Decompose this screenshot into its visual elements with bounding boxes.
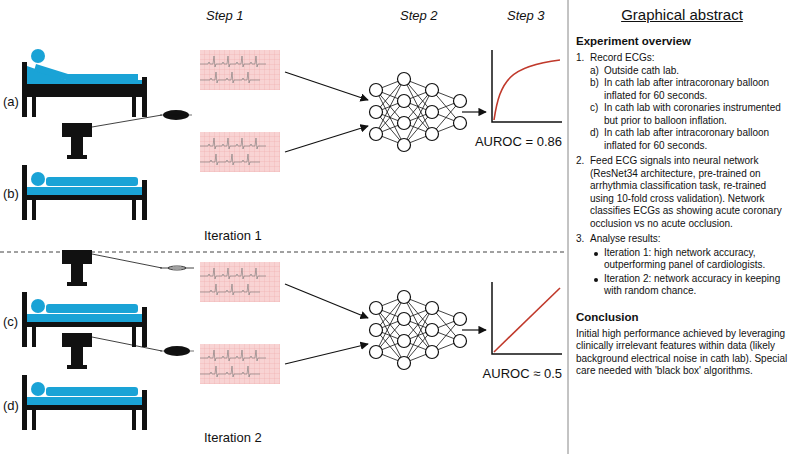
auroc-value: AUROC = 0.86 (475, 134, 562, 150)
cath-lab-bed (22, 333, 162, 430)
iteration-label: Iteration 1 (204, 228, 262, 244)
network-neuron (426, 128, 439, 141)
neural-network (370, 73, 467, 152)
network-neuron (398, 139, 411, 152)
auroc-value: AUROC ≈ 0.5 (483, 366, 562, 382)
network-neuron (426, 106, 439, 119)
list-row: 2.Feed ECG signals into neural network (… (576, 155, 788, 230)
network-neuron (454, 335, 467, 348)
list-marker: 1. (576, 52, 590, 65)
network-neuron (398, 357, 411, 370)
list-row: Conclusion (576, 310, 788, 324)
list-row: a)Outside cath lab. (576, 65, 788, 78)
list-text: In cath lab after intracoronary balloon … (604, 127, 788, 152)
list-row: Iteration 2: network accuracy in keeping… (576, 273, 788, 298)
cath-lab-bed (22, 250, 162, 347)
list-text: In cath lab with coronaries instrumented… (604, 102, 788, 127)
ecg-strip (200, 344, 280, 384)
bullet-dot (594, 252, 598, 256)
network-neuron (398, 95, 411, 108)
list-text: In cath lab after intracoronary balloon … (604, 77, 788, 102)
network-neuron (426, 346, 439, 359)
network-neuron (370, 346, 383, 359)
roc-plot (492, 50, 562, 122)
network-neuron (426, 84, 439, 97)
network-neuron (370, 84, 383, 97)
panel-letter: (a) (3, 94, 19, 110)
network-neuron (426, 324, 439, 337)
list-row: c)In cath lab with coronaries instrument… (576, 102, 788, 127)
panel-title: Graphical abstract (576, 6, 788, 24)
ecg-strip (200, 132, 280, 172)
list-marker: c) (590, 102, 604, 127)
list-marker: 2. (576, 155, 590, 230)
list-row: 1.Record ECGs: (576, 52, 788, 65)
list-row: Initial high performance achieved by lev… (576, 328, 788, 378)
list-text: Iteration 2: network accuracy in keeping… (604, 273, 788, 298)
list-text: Analyse results: (590, 233, 788, 246)
list-row: d)In cath lab after intracoronary balloo… (576, 127, 788, 152)
network-neuron (426, 302, 439, 315)
cath-lab-bed (22, 115, 162, 220)
network-neuron (398, 117, 411, 130)
arrow (285, 72, 486, 364)
network-neuron (454, 313, 467, 326)
panel-divider (568, 0, 569, 454)
ecg-strip (200, 50, 280, 90)
step-label: Step 3 (507, 8, 545, 24)
neural-network (370, 291, 467, 370)
list-text: Feed ECG signals into neural network (Re… (590, 155, 788, 230)
list-row: 3.Analyse results: (576, 233, 788, 246)
ecg-strip (200, 262, 280, 302)
iteration-label: Iteration 2 (204, 430, 262, 446)
panel-letter: (d) (3, 398, 19, 414)
coronary-wire (160, 268, 194, 269)
step-label: Step 1 (206, 8, 244, 24)
abstract-panel: Graphical abstractExperiment overview 1.R… (576, 6, 788, 378)
deflated-balloon (168, 266, 186, 270)
network-neuron (398, 335, 411, 348)
list-marker: d) (590, 127, 604, 152)
list-marker: b) (590, 77, 604, 102)
list-row: Iteration 1: high network accuracy, outp… (576, 247, 788, 272)
bullet-dot (590, 273, 604, 298)
list-text: Record ECGs: (590, 52, 788, 65)
network-neuron (398, 313, 411, 326)
list-text: Iteration 1: high network accuracy, outp… (604, 247, 788, 272)
list-marker: a) (590, 65, 604, 78)
network-neuron (398, 291, 411, 304)
section-heading: Experiment overview (576, 34, 788, 48)
section-heading: Conclusion (576, 310, 788, 324)
raised-bed (22, 49, 147, 117)
panel-letter: (c) (3, 314, 18, 330)
panel-letter: (b) (3, 186, 19, 202)
roc-plot (492, 282, 562, 354)
list-text: Initial high performance achieved by lev… (576, 328, 788, 378)
step-label: Step 2 (400, 8, 438, 24)
bullet-dot (590, 247, 604, 272)
network-neuron (370, 128, 383, 141)
list-marker: 3. (576, 233, 590, 246)
bullet-dot (594, 278, 598, 282)
network-neuron (370, 302, 383, 315)
network-neuron (370, 106, 383, 119)
network-neuron (370, 324, 383, 337)
list-row: Experiment overview (576, 34, 788, 48)
iteration-divider (0, 252, 566, 253)
list-text: Outside cath lab. (604, 65, 788, 78)
network-neuron (398, 73, 411, 86)
network-neuron (454, 117, 467, 130)
list-row: b)In cath lab after intracoronary balloo… (576, 77, 788, 102)
network-neuron (454, 95, 467, 108)
